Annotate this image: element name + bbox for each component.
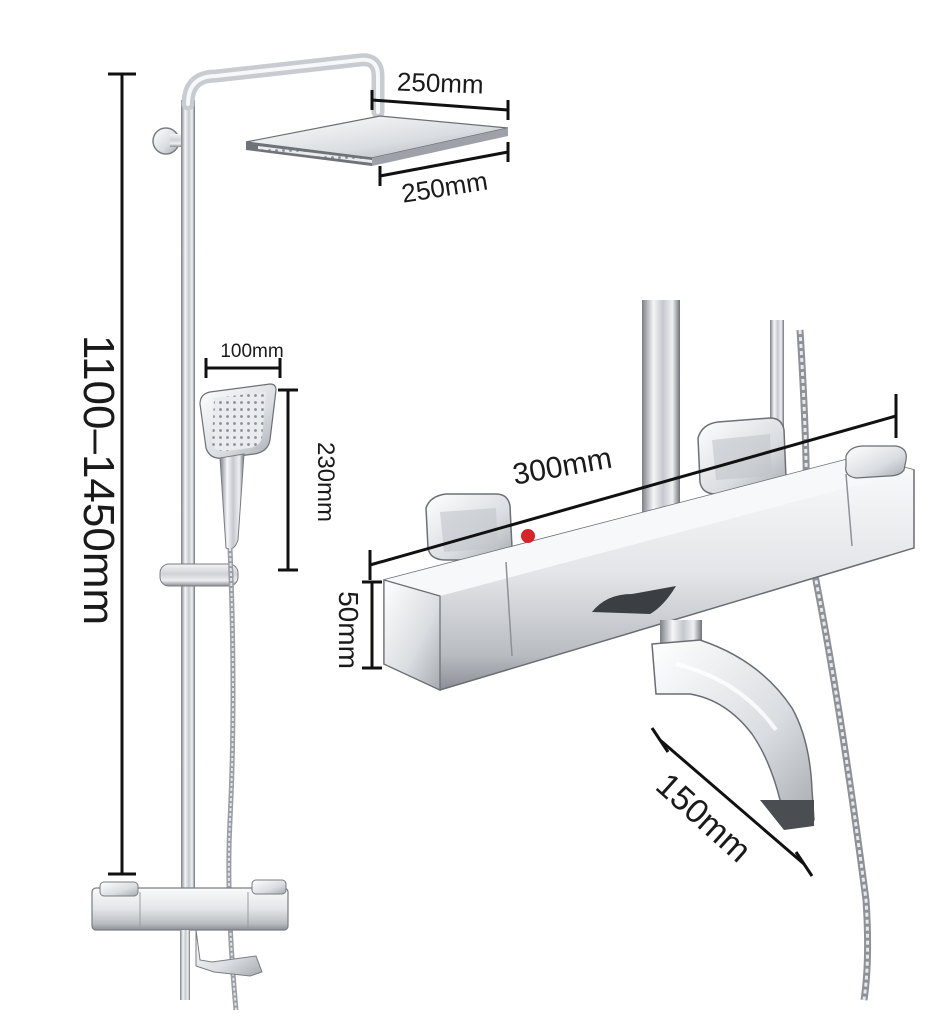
head-depth-dimension: [378, 142, 510, 186]
right-wall-connector: [697, 417, 787, 495]
total-height-dimension: [108, 72, 136, 876]
bath-spout: [651, 639, 815, 830]
closeup-riser-pipe: [642, 300, 680, 540]
mixer-length-label: 300mm: [510, 442, 614, 492]
mixer-height-label: 50mm: [333, 591, 364, 669]
rain-shower-head: [245, 115, 509, 166]
mixer-closeup: 300mm 50mm 150mm: [333, 300, 915, 1001]
riser-pipe: [181, 100, 195, 890]
handheld-height-label: 230mm: [312, 442, 339, 522]
head-width-label: 250mm: [396, 67, 484, 100]
handheld-shower: [199, 383, 277, 550]
mixer-length-dimension: [368, 394, 898, 580]
mixer-height-dimension: [362, 580, 382, 670]
mixer-body: [383, 445, 915, 691]
spout-length-label: 150mm: [649, 766, 759, 870]
total-height-label: 1100–1450mm: [74, 335, 123, 625]
handheld-height-dimension: [278, 388, 298, 572]
mixer-overview: [91, 879, 289, 1000]
handheld-width-dimension: [204, 358, 282, 378]
shower-system-overview: 1100–1450mm 250mm 250mm 100mm 230mm: [74, 53, 510, 1011]
hot-indicator: [521, 529, 535, 543]
slide-holder: [159, 563, 239, 587]
closeup-hose: [796, 329, 872, 1001]
spout-length-dimension: [650, 727, 814, 877]
head-width-dimension: [370, 90, 510, 120]
head-depth-label: 250mm: [399, 166, 489, 209]
handheld-width-label: 100mm: [220, 341, 283, 362]
temperature-button: [845, 445, 907, 479]
